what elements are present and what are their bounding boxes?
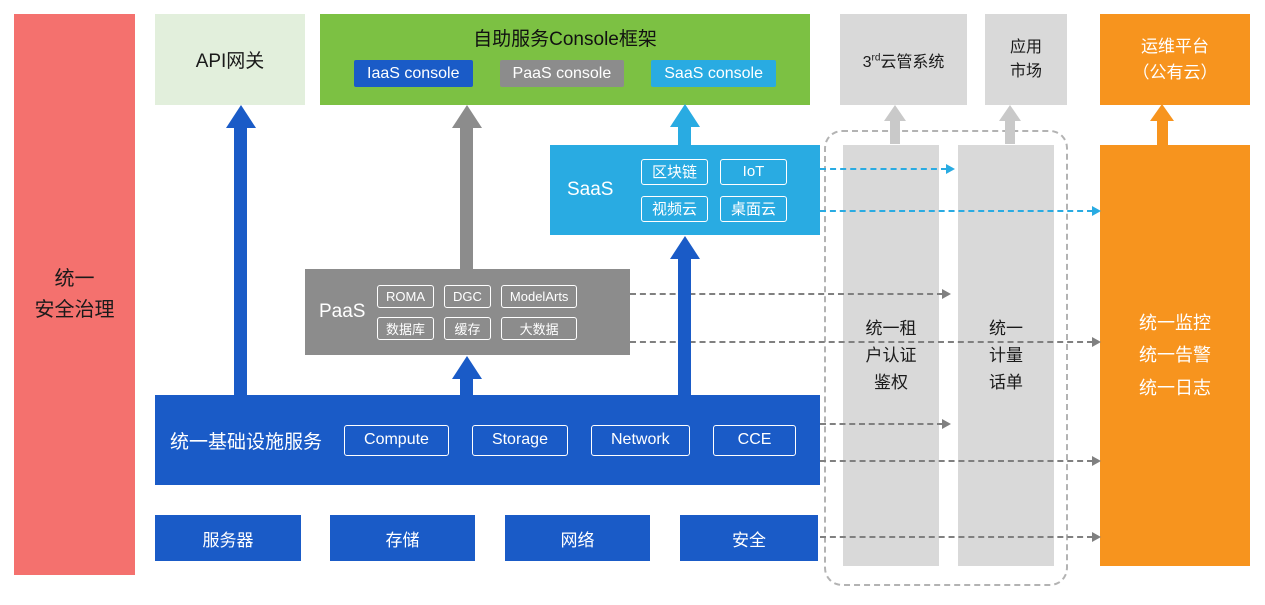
hardware-network-box: 网络 — [505, 515, 650, 561]
metering-bar: 统一 计量 话单 — [958, 145, 1054, 566]
console-framework-title: 自助服务Console框架 — [473, 29, 657, 50]
paas-console-chip: PaaS console — [499, 60, 625, 87]
paas-item-bigdata: 大数据 — [500, 316, 578, 340]
arrow-metering-to-market-shaft — [1005, 120, 1015, 144]
arrow-auth-to-thirdparty-shaft — [890, 120, 900, 144]
iaas-console-chip: IaaS console — [354, 60, 473, 87]
paas-label: PaaS — [319, 301, 366, 322]
connector-hardware-to-monitoring-arrowhead — [1092, 532, 1101, 542]
infrastructure-items: Compute Storage Network CCE — [344, 424, 797, 456]
om-platform-box: 运维平台 （公有云） — [1100, 14, 1250, 105]
paas-item-modelarts: ModelArts — [500, 284, 578, 308]
arrow-monitoring-to-om-arrowhead — [1150, 104, 1174, 121]
connector-infra-to-monitoring-arrowhead — [1092, 456, 1101, 466]
monitoring-box: 统一监控 统一告警 统一日志 — [1100, 145, 1250, 566]
arrow-auth-to-thirdparty-arrowhead — [884, 105, 906, 121]
arrow-paas-to-console-arrowhead — [452, 105, 482, 128]
arrow-metering-to-market-arrowhead — [999, 105, 1021, 121]
paas-items: ROMA DGC ModelArts 数据库 缓存 大数据 — [377, 284, 578, 340]
console-chip-row: IaaS console PaaS console SaaS console — [354, 60, 776, 87]
third-party-rest: 云管系统 — [880, 53, 945, 71]
security-governance-bar: 统一 安全治理 — [14, 14, 135, 575]
infra-item-network: Network — [590, 424, 690, 456]
paas-item-dgc: DGC — [444, 284, 491, 308]
arrow-infra-to-paas-arrowhead — [452, 356, 482, 379]
connector-paas-to-metering — [630, 293, 943, 295]
connector-infra-to-monitoring — [820, 460, 1093, 462]
tenant-services-dashed-container — [824, 130, 1068, 586]
connector-infra-to-metering-arrowhead — [942, 419, 951, 429]
paas-item-database: 数据库 — [377, 316, 435, 340]
arrow-saas-to-console-shaft — [678, 126, 691, 145]
arrow-paas-to-console-shaft — [460, 127, 473, 270]
hardware-server-box: 服务器 — [155, 515, 301, 561]
connector-paas-to-monitoring — [630, 341, 1093, 343]
infrastructure-label: 统一基础设施服务 — [170, 431, 323, 453]
saas-item-desktop-cloud: 桌面云 — [720, 195, 788, 222]
infrastructure-box: 统一基础设施服务 Compute Storage Network CCE — [155, 395, 820, 485]
arrow-monitoring-to-om-shaft — [1157, 120, 1168, 145]
app-market-box: 应用 市场 — [985, 14, 1067, 105]
infra-item-storage: Storage — [471, 424, 568, 456]
saas-item-blockchain: 区块链 — [641, 158, 709, 185]
arrow-saas-to-console-arrowhead — [670, 104, 700, 127]
connector-saas-to-monitoring-arrowhead — [1092, 206, 1101, 216]
infra-item-cce: CCE — [712, 424, 797, 456]
saas-console-chip: SaaS console — [651, 60, 776, 87]
console-framework-box: 自助服务Console框架 IaaS console PaaS console … — [320, 14, 810, 105]
arrow-infra-to-paas-shaft — [460, 378, 473, 395]
paas-item-cache: 缓存 — [444, 316, 491, 340]
third-party-cloud-label: 3rd云管系统 — [863, 48, 945, 72]
connector-paas-to-monitoring-arrowhead — [1092, 337, 1101, 347]
connector-paas-to-metering-arrowhead — [942, 289, 951, 299]
third-party-sup: rd — [871, 52, 881, 64]
api-gateway-box: API网关 — [155, 14, 305, 105]
arrow-infra-to-saas-arrowhead — [670, 236, 700, 259]
saas-box: SaaS 区块链 IoT 视频云 桌面云 — [550, 145, 820, 235]
hardware-storage-box: 存储 — [330, 515, 475, 561]
paas-box: PaaS ROMA DGC ModelArts 数据库 缓存 大数据 — [305, 269, 630, 355]
third-party-cloud-box: 3rd云管系统 — [840, 14, 967, 105]
arrow-infra-to-api-shaft — [234, 127, 247, 395]
infra-item-compute: Compute — [344, 424, 449, 456]
auth-bar: 统一租 户认证 鉴权 — [843, 145, 939, 566]
connector-hardware-to-monitoring — [820, 536, 1093, 538]
saas-item-video-cloud: 视频云 — [641, 195, 709, 222]
arrow-infra-to-saas-shaft — [678, 258, 691, 395]
saas-label: SaaS — [567, 179, 614, 200]
third-party-base: 3 — [862, 53, 872, 71]
connector-infra-to-metering — [820, 423, 943, 425]
saas-item-iot: IoT — [720, 158, 788, 185]
paas-item-roma: ROMA — [377, 284, 435, 308]
arrow-infra-to-api-arrowhead — [226, 105, 256, 128]
connector-saas-to-monitoring — [820, 210, 1093, 212]
saas-items: 区块链 IoT 视频云 桌面云 — [641, 158, 788, 222]
hardware-security-box: 安全 — [680, 515, 818, 561]
connector-saas-to-auth — [820, 168, 947, 170]
connector-saas-to-auth-arrowhead — [946, 164, 955, 174]
